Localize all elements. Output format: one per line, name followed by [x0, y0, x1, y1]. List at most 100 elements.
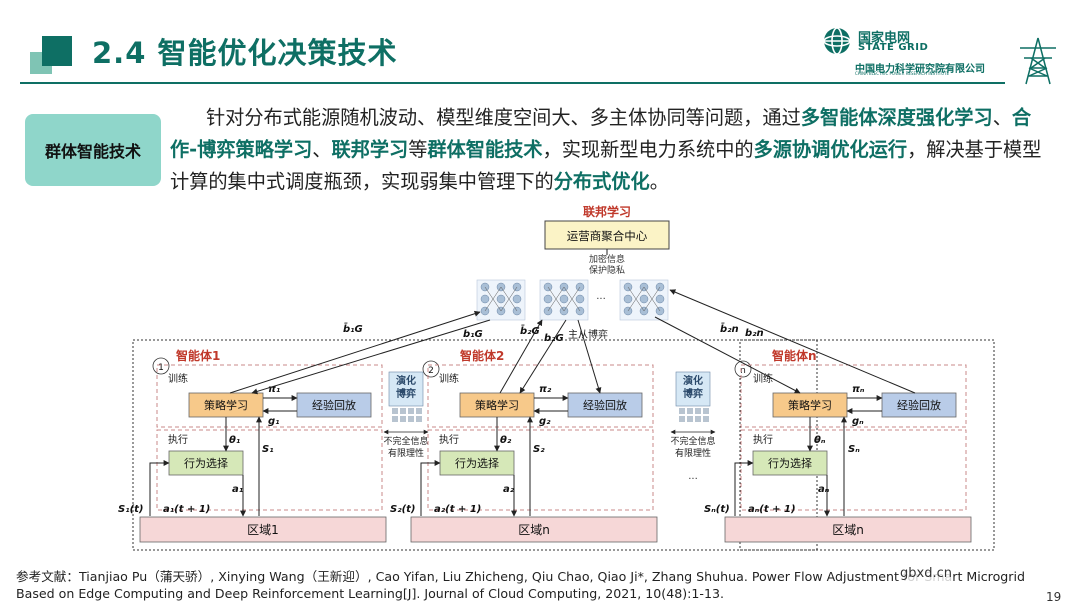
privacy-label: 保护隐私 — [589, 264, 625, 276]
evo-game-line2: 博弈 — [396, 387, 416, 400]
b-label: b₂n — [745, 328, 764, 339]
policy-learning-box — [772, 392, 848, 418]
federated-learning-label: 联邦学习 — [583, 204, 631, 219]
b-bar-label: b̄₂G — [520, 324, 540, 337]
theta-label: θ₂ — [500, 435, 512, 446]
logo-text-cn: 国家电网 — [858, 31, 911, 46]
para-text: ，实现新型电力系统中的 — [542, 138, 754, 161]
evo-game-grid-icon — [392, 408, 422, 422]
agent-1-title: 智能体1 — [175, 348, 220, 363]
para-highlight: 合作-博弈策略学习 — [170, 106, 1032, 161]
para-highlight: 分布式优化 — [553, 170, 650, 193]
action-t-label: aₙ(t + 1) — [748, 504, 796, 515]
train-label: 训练 — [439, 372, 459, 385]
pi-label: π₂ — [539, 384, 552, 395]
para-highlight: 群体智能技术 — [427, 138, 543, 161]
experience-replay-box — [296, 392, 372, 418]
bounded-rationality-label: 有限理性 — [675, 447, 711, 459]
bounded-rationality-label: 有限理性 — [388, 447, 424, 459]
region-label: 区域1 — [247, 523, 279, 537]
experience-replay-label: 经验回放 — [897, 398, 941, 412]
train-label: 训练 — [168, 372, 188, 385]
experience-replay-box — [881, 392, 957, 418]
a-label: a₂ — [503, 484, 515, 495]
g-label: g₁ — [268, 416, 280, 427]
s-label: S₂ — [533, 444, 545, 455]
tag-swarm-intelligence: 群体智能技术 — [25, 114, 161, 186]
region-label: 区域n — [832, 523, 864, 537]
exec-region — [740, 429, 967, 511]
page-number: 19 — [1046, 590, 1062, 604]
action-selection-box — [439, 450, 515, 476]
g-label: g₂ — [539, 416, 551, 427]
aggregation-center-label: 运营商聚合中心 — [567, 229, 648, 243]
description-paragraph: 针对分布式能源随机波动、模型维度空间大、多主体协同等问题，通过多智能体深度强化学… — [170, 102, 1050, 198]
s-label: S₁ — [262, 444, 274, 455]
encrypted-info-label: 加密信息 — [589, 253, 625, 265]
evolution-game-box — [675, 371, 711, 407]
policy-learning-label: 策略学习 — [475, 398, 519, 412]
exec-label: 执行 — [753, 433, 773, 446]
page-title: 2.4 智能优化决策技术 — [92, 36, 398, 70]
agent-index: n — [740, 366, 746, 376]
experience-replay-box — [567, 392, 643, 418]
policy-learning-label: 策略学习 — [788, 398, 832, 412]
experience-replay-label: 经验回放 — [312, 398, 356, 412]
theta-label: θ₁ — [229, 435, 240, 446]
train-region — [156, 364, 383, 428]
state-t-label: Sₙ(t) — [704, 504, 730, 515]
region-box — [724, 516, 972, 543]
incomplete-info-label: 不完全信息 — [383, 435, 428, 447]
region-box — [410, 516, 658, 543]
evo-game-line2: 博弈 — [683, 387, 703, 400]
exec-label: 执行 — [168, 433, 188, 446]
a-label: aₙ — [818, 484, 830, 495]
evo-game-line1: 演化 — [396, 374, 416, 387]
ellipsis-label: ··· — [688, 474, 698, 485]
neural-network-icon — [619, 279, 669, 321]
exec-region — [427, 429, 654, 511]
region-box — [139, 516, 387, 543]
action-selection-label: 行为选择 — [768, 456, 812, 470]
pi-label: πₙ — [852, 384, 865, 395]
para-highlight: 多智能体深度强化学习 — [800, 106, 993, 129]
logo-text-en: STATE GRID — [858, 42, 929, 53]
para-text: 、 — [312, 138, 332, 161]
state-t-label: S₂(t) — [390, 504, 416, 515]
action-t-label: a₂(t + 1) — [434, 504, 481, 515]
neural-network-icon — [476, 279, 526, 321]
agent-n-title: 智能体n — [771, 348, 817, 363]
policy-learning-box — [459, 392, 535, 418]
g-label: gₙ — [852, 416, 864, 427]
evo-game-grid-icon — [679, 408, 709, 422]
state-t-label: S₁(t) — [118, 504, 144, 515]
para-text: 、 — [992, 106, 1012, 129]
reference-citation: 参考文献：Tianjiao Pu（蒲天骄）, Xinying Wang（王新迎）… — [16, 569, 1025, 601]
b-label: b₂G — [544, 333, 564, 344]
para-text: 等 — [408, 138, 428, 161]
ellipsis-label: ··· — [596, 294, 606, 305]
action-selection-box — [752, 450, 828, 476]
train-label: 训练 — [753, 372, 773, 385]
agent-index: 1 — [158, 363, 164, 373]
stackelberg-game-label: 主从博弈 — [568, 328, 608, 341]
para-text: ，解决基于模型计算的集中式调度瓶颈，实现弱集中管理下的 — [170, 138, 1042, 193]
logo-org-name: 中国电力科学研究院有限公司 — [855, 64, 985, 75]
system-container — [132, 339, 818, 551]
exec-region — [156, 429, 383, 511]
para-highlight: 联邦学习 — [331, 138, 409, 161]
watermark: gbxd.cn — [900, 566, 952, 581]
action-t-label: a₁(t + 1) — [163, 504, 210, 515]
action-selection-label: 行为选择 — [455, 456, 499, 470]
experience-replay-label: 经验回放 — [583, 398, 627, 412]
aggregation-center-box — [544, 220, 670, 250]
train-region — [427, 364, 654, 428]
pi-label: π₁ — [268, 384, 280, 395]
incomplete-info-label: 不完全信息 — [670, 435, 715, 447]
state-grid-logo-icon — [823, 27, 851, 55]
b-label: b₁G — [463, 329, 483, 340]
action-selection-label: 行为选择 — [184, 456, 228, 470]
policy-learning-box — [188, 392, 264, 418]
neural-network-icon — [539, 279, 589, 321]
